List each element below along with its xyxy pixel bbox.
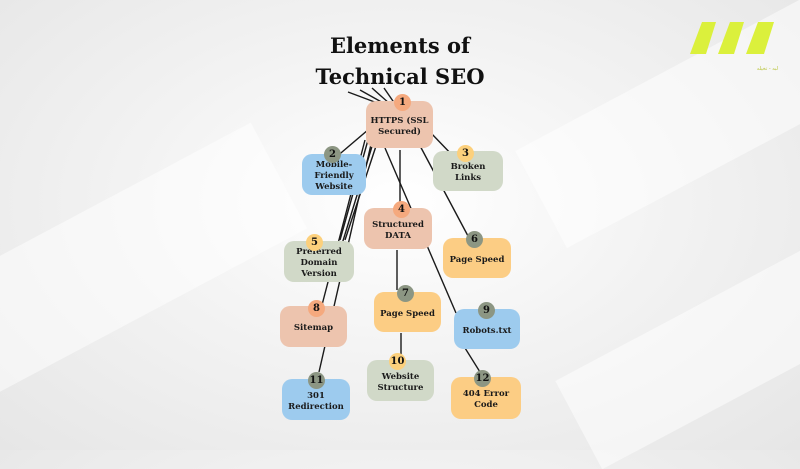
node-label: Broken Links (450, 162, 486, 183)
diagram-title: Elements of Technical SEO (300, 30, 500, 92)
node-label: 301 Redirection (288, 390, 344, 412)
badge-8: 8 (308, 300, 325, 317)
node-label: Preferred Domain Version (296, 247, 342, 279)
badge-6: 6 (466, 231, 483, 248)
badge-7: 7 (397, 285, 414, 302)
badge-9: 9 (478, 302, 495, 319)
badge-3: 3 (457, 145, 474, 162)
node-label: Page Speed (449, 254, 505, 265)
node-broken-links: Broken Links (433, 151, 503, 191)
logo-tagline: لبه - تخیله (756, 66, 778, 72)
title-line-2: Technical SEO (315, 64, 485, 89)
node-label: Mobile-Friendly Website (314, 160, 354, 192)
node-label: 404 Error Code (462, 389, 510, 410)
node-label: Website Structure (377, 371, 424, 393)
node-label: Page Speed (380, 308, 435, 319)
badge-5: 5 (306, 234, 323, 251)
badge-2: 2 (324, 146, 341, 163)
badge-4: 4 (393, 201, 410, 218)
node-mobile-friendly: Mobile-Friendly Website (302, 154, 366, 195)
title-line-1: Elements of (329, 33, 471, 58)
badge-11: 11 (308, 372, 325, 389)
badge-1: 1 (394, 94, 411, 111)
badge-12: 12 (474, 370, 491, 387)
node-label: Sitemap (293, 323, 334, 333)
logo-icon (690, 22, 774, 54)
node-label: HTTPS (SSL Secured) (370, 115, 429, 137)
badge-10: 10 (389, 353, 406, 370)
node-label: Robots.txt (462, 325, 512, 336)
node-label: Structured DATA (372, 219, 424, 241)
